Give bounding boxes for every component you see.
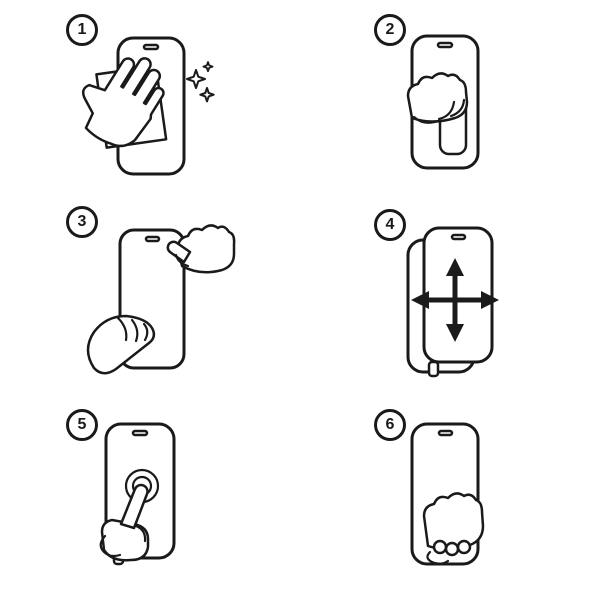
step-panel-6: 6: [300, 400, 600, 600]
step-3-illustration: [86, 224, 236, 375]
step-number-badge: 1: [66, 14, 98, 46]
phone-speaker: [437, 429, 454, 437]
pressing-finger-icon: [99, 483, 150, 562]
step-number-badge: 6: [374, 409, 406, 441]
sparkles-icon: [186, 61, 215, 103]
step-2-illustration: [406, 34, 480, 170]
wiping-hand-icon: [81, 57, 165, 148]
pinching-hand-icon: [166, 224, 236, 274]
step-number: 3: [77, 213, 87, 230]
step-number-badge: 4: [374, 209, 406, 241]
step-number: 1: [77, 21, 87, 38]
step-panel-4: 4: [300, 200, 600, 400]
phone-speaker: [144, 235, 161, 243]
phone-speaker: [142, 43, 160, 51]
step-number-badge: 5: [66, 409, 98, 441]
holding-hand-icon: [86, 314, 156, 375]
step-panel-3: 3: [0, 200, 300, 400]
grabbing-hand-icon: [406, 72, 469, 124]
protector-pull-tab: [427, 360, 440, 378]
smoothing-hand-icon: [422, 492, 485, 565]
step-number: 5: [77, 416, 87, 433]
phone-speaker: [131, 429, 149, 437]
step-4-illustration: [406, 226, 499, 378]
step-6-illustration: [410, 422, 485, 566]
phone-speaker: [436, 41, 454, 49]
step-number: 6: [385, 416, 395, 433]
step-panel-5: 5: [0, 400, 300, 600]
step-panel-1: 1: [0, 0, 300, 200]
step-1-illustration: [81, 36, 215, 176]
step-panel-2: 2: [300, 0, 600, 200]
step-number: 2: [385, 21, 395, 38]
phone-speaker: [450, 233, 467, 241]
step-number-badge: 3: [66, 206, 98, 238]
step-number-badge: 2: [374, 14, 406, 46]
step-number: 4: [385, 216, 395, 233]
alignment-arrows-icon: [411, 258, 499, 342]
step-5-illustration: [99, 422, 176, 566]
